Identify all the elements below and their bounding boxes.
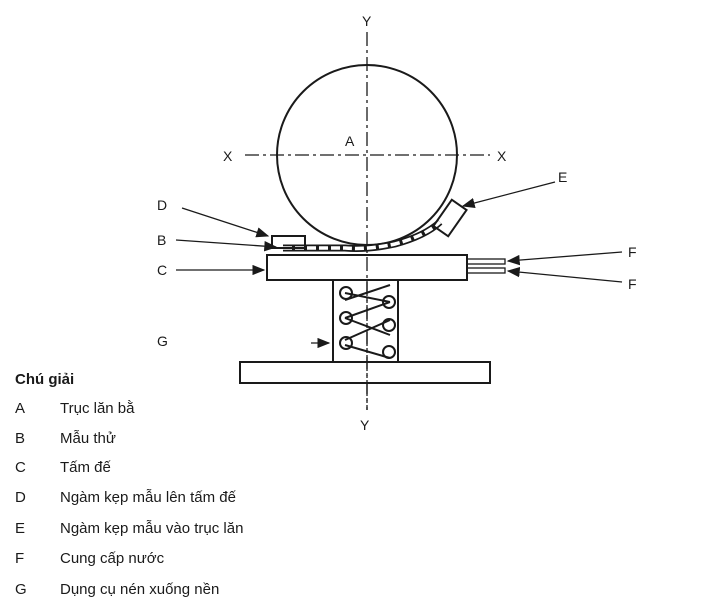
arrow-f2 bbox=[506, 266, 623, 283]
legend-key: F bbox=[15, 550, 24, 567]
label-b: B bbox=[157, 232, 166, 248]
label-a: A bbox=[345, 133, 355, 149]
label-c: C bbox=[157, 262, 167, 278]
legend-text: Tấm đế bbox=[60, 459, 112, 476]
label-f1: F bbox=[628, 244, 637, 260]
legend-key: D bbox=[15, 489, 26, 506]
base bbox=[239, 361, 491, 384]
legend-text: Dụng cụ nén xuống nền bbox=[60, 581, 219, 598]
legend-key: C bbox=[15, 459, 26, 476]
legend-key: G bbox=[15, 581, 27, 598]
arrow-e bbox=[461, 181, 556, 209]
label-d: D bbox=[157, 197, 167, 213]
y-bottom-label: Y bbox=[360, 417, 370, 433]
legend-text: Ngàm kẹp mẫu lên tấm đế bbox=[60, 489, 237, 506]
label-e: E bbox=[558, 169, 567, 185]
water-tube bbox=[466, 267, 506, 274]
clamp-e bbox=[432, 198, 468, 238]
label-f2: F bbox=[628, 276, 637, 292]
water-tube bbox=[466, 258, 506, 265]
legend-key: A bbox=[15, 400, 25, 417]
legend-title: Chú giải bbox=[15, 371, 74, 388]
legend-text: Cung cấp nước bbox=[60, 550, 165, 567]
legend-text: Ngàm kẹp mẫu vào trục lăn bbox=[60, 520, 243, 537]
x-right-label: X bbox=[497, 148, 507, 164]
legend: Chú giải A Trục lăn bằ B Mẫu thử C Tấm đ… bbox=[15, 371, 243, 598]
arrow-d bbox=[181, 207, 270, 238]
x-left-label: X bbox=[223, 148, 233, 164]
y-top-label: Y bbox=[362, 13, 372, 29]
legend-text: Mẫu thử bbox=[60, 430, 116, 447]
arrow-f1 bbox=[506, 251, 623, 266]
legend-key: E bbox=[15, 520, 25, 537]
legend-key: B bbox=[15, 430, 25, 447]
arrow-b bbox=[175, 239, 278, 252]
label-g: G bbox=[157, 333, 168, 349]
legend-text: Trục lăn bằ bbox=[60, 400, 135, 417]
